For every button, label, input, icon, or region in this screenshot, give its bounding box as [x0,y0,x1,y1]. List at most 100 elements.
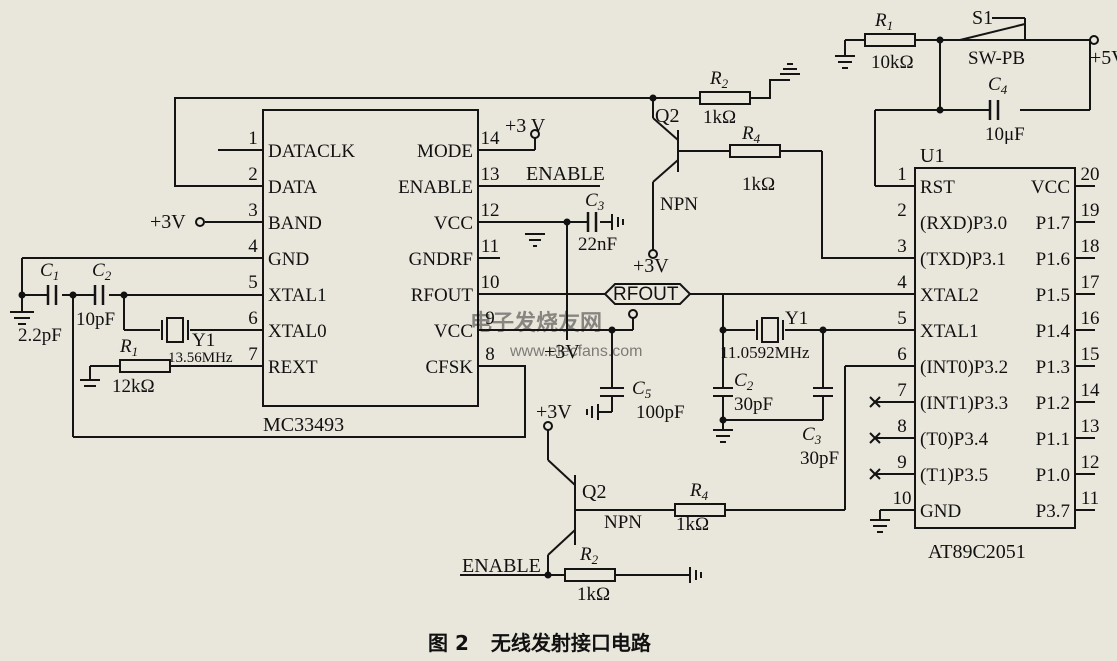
at89c2051-pin-number: 3 [897,236,907,257]
c4-value: 10μF [985,124,1025,145]
r1-left-ref: R1 [119,336,138,359]
mc33493-body [262,109,479,407]
at89c2051-pin-number: 10 [893,488,912,509]
mc33493-pin-label: XTAL1 [268,285,327,306]
capacitors [46,100,1000,305]
r2-bottom-value: 1kΩ [577,584,610,605]
at89c2051-body [914,167,1076,529]
mc33493-pin-label: VCC [434,213,473,234]
at89c2051-pin-label: P3.7 [1036,501,1070,522]
mc33493-pin-number: 2 [248,164,258,185]
r4-bottom-ref: R4 [689,480,709,503]
at89c2051-pin-label: P1.2 [1036,393,1070,414]
mc33493-pin-number: 6 [248,308,258,329]
at89c2051-pin-label: P1.7 [1036,213,1070,234]
at89c2051-pin-label: P1.0 [1036,465,1070,486]
at89c2051-pin-label: P1.3 [1036,357,1070,378]
mc33493-pin-number: 12 [481,200,500,221]
at89c2051-pin-label: RST [920,177,955,198]
mc33493-pin-label: DATACLK [268,141,355,162]
at89c2051-pin-number: 7 [897,380,907,401]
c1-ref: C1 [40,260,59,283]
component-labels: C1 2.2pF C2 10pF Y1 13.56MHz R1 12kΩ C3 … [18,10,1025,605]
c2-right-ref: C2 [734,370,754,393]
at89c2051-pin-label: XTAL2 [920,285,979,306]
y1-left-ref: Y1 [192,330,215,351]
q2-bottom-npn: NPN [604,512,642,533]
at89c2051-pin-label: (RXD)P3.0 [920,213,1007,234]
mc33493-pin-label: BAND [268,213,322,234]
mc33493-pin-number: 10 [481,272,500,293]
at89c2051-pin-number: 4 [897,272,907,293]
y1-left-value: 13.56MHz [168,350,233,366]
junctions [18,36,944,579]
at89c2051-pin-number: 14 [1081,380,1101,401]
mc33493-pin-label: RFOUT [411,285,474,306]
mc33493-pin-number: 8 [485,344,495,365]
mc33493-pin-label: ENABLE [398,177,473,198]
mc33493-pin-number: 14 [481,128,501,149]
c2-value: 10pF [76,309,115,330]
crystals [161,317,784,343]
at89c2051-pin-label: P1.4 [1036,321,1071,342]
q2-top-npn: NPN [660,194,698,215]
r2-top-value: 1kΩ [703,107,736,128]
r2-bottom-ref: R2 [579,544,599,567]
at89c2051-pin-number: 6 [897,344,907,365]
at89c2051-pin-label: P1.6 [1036,249,1070,270]
q2-bottom-label: Q2 [582,481,606,503]
at89c2051-pin-label: VCC [1031,177,1070,198]
at89c2051-pin-number: 11 [1081,488,1099,509]
r1-right-value: 10kΩ [871,52,914,73]
plus5v-label: +5V [1090,47,1117,69]
at89c2051-pin-number: 2 [897,200,907,221]
c2-ref: C2 [92,260,112,283]
y1-right-ref: Y1 [785,308,808,329]
at89c2051-pin-number: 8 [897,416,907,437]
mode-plus3v-label: +3 V [505,115,546,137]
r4-bottom-value: 1kΩ [676,514,709,535]
c3-left-value: 22nF [578,234,617,255]
r2-top-ref: R2 [709,68,729,91]
at89c2051-pin-number: 17 [1081,272,1100,293]
q2-top-label: Q2 [655,105,679,127]
at89c2051-pin-number: 5 [897,308,907,329]
s1-label: S1 [972,7,993,29]
c5-value: 100pF [636,402,685,423]
at89c2051-pin-number: 12 [1081,452,1100,473]
mc33493-pin-label: VCC [434,321,473,342]
c4-ref: C4 [988,74,1008,97]
vcc9-plus3v-label: +3V [544,341,580,363]
at89c2051-pin-number: 19 [1081,200,1100,221]
watermark-logo: 电子发烧友网 [470,310,602,336]
y1-right-value: 11.0592MHz [720,343,810,362]
r4-top-ref: R4 [741,123,761,146]
terminals [195,35,1099,431]
mc33493-pin-label: GNDRF [409,249,473,270]
at89c2051-pin-label: GND [920,501,961,522]
r4-top-value: 1kΩ [742,174,775,195]
at89c2051-pin-label: (INT1)P3.3 [920,393,1008,414]
c2-right-value: 30pF [734,394,773,415]
enable-label-top: ENABLE [526,163,605,185]
mc33493-pin-label: MODE [417,141,473,162]
at89c2051-pin-label: P1.5 [1036,285,1070,306]
sw-pb-label: SW-PB [968,48,1025,69]
at89c2051-pin-label: (T1)P3.5 [920,465,988,486]
mc33493-pin-number: 9 [485,308,495,329]
mc33493-pin-number: 1 [248,128,258,149]
mc33493-pin-label: GND [268,249,309,270]
mc33493-name: MC33493 [263,414,344,436]
band-plus3v-label: +3V [150,211,186,233]
u1-ref: U1 [920,145,944,167]
at89c2051-pin-number: 15 [1081,344,1100,365]
q2-bottom-plus3v-label: +3V [536,401,572,423]
r1-left-value: 12kΩ [112,376,155,397]
caption-number: 图 2 [428,631,469,655]
at89c2051-name: AT89C2051 [928,541,1026,563]
resistors [119,33,916,582]
at89c2051-pin-number: 16 [1081,308,1100,329]
rfout-label: RFOUT [613,284,679,305]
